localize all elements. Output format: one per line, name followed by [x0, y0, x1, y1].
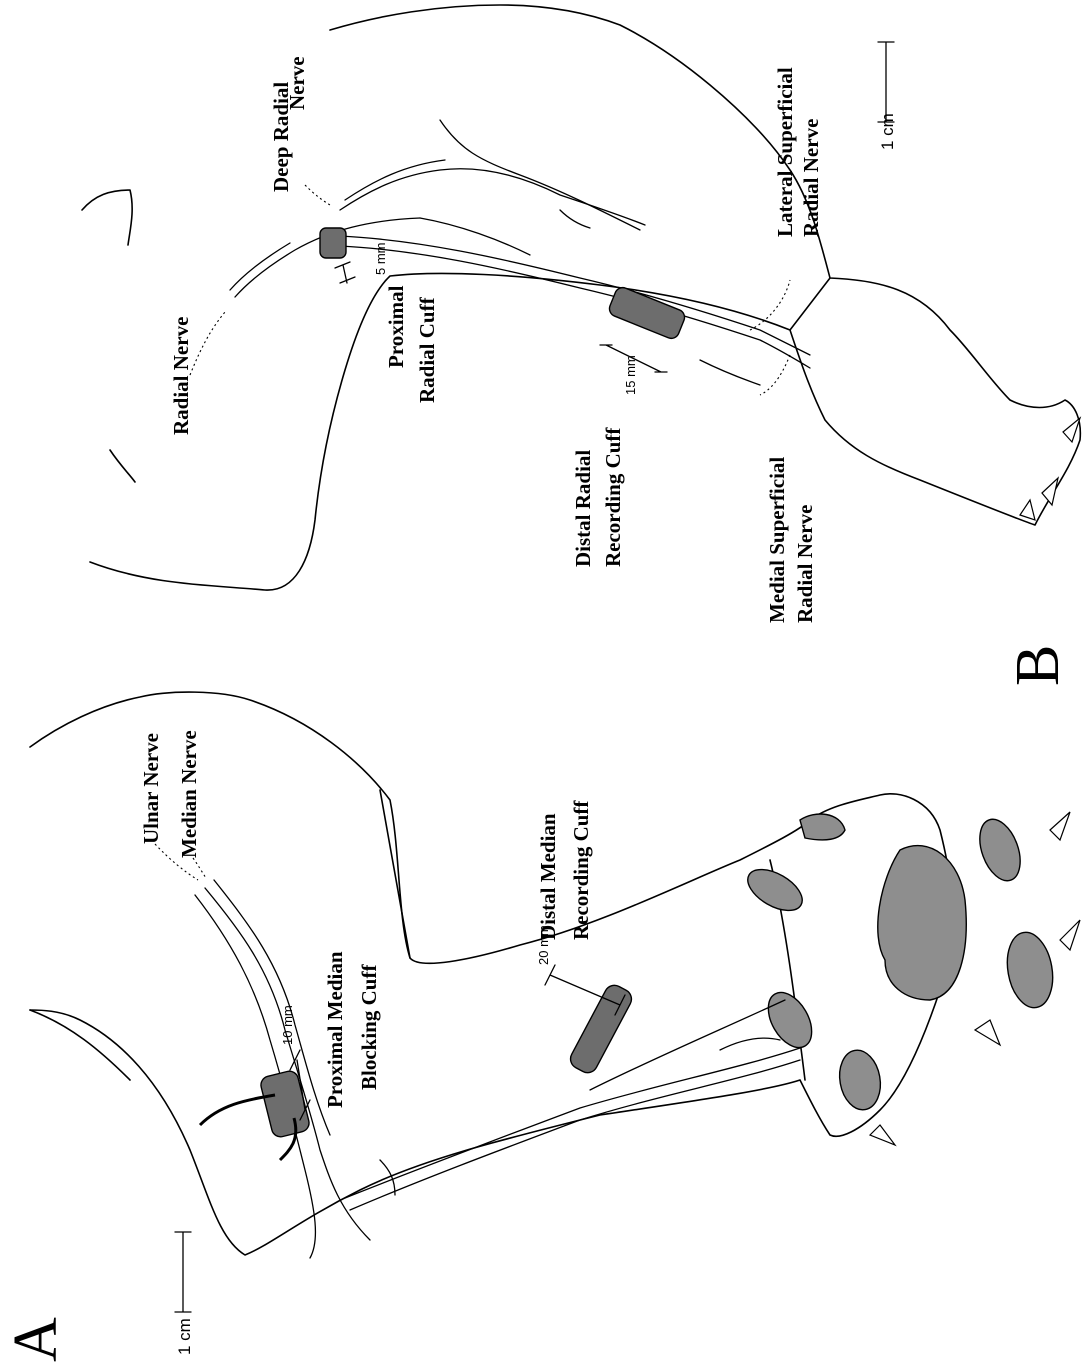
panel-a: 10 mm 20 mm Ulnar Nerve Median Nerve Pro…: [2, 692, 1080, 1362]
paw-toe-pad-4: [1002, 929, 1059, 1011]
ulnar-nerve-label: Ulnar Nerve: [139, 733, 163, 844]
distal-radial-cuff-label-2: Recording Cuff: [601, 427, 625, 567]
paw-claw-2: [1060, 920, 1080, 950]
proximal-median-cuff-label-2: Blocking Cuff: [357, 964, 381, 1090]
panel-b-paw: [1020, 418, 1080, 520]
proximal-median-cuff-label-1: Proximal Median: [323, 951, 347, 1108]
paw-carpal-pad: [800, 814, 845, 840]
panel-b-claw-2: [1042, 478, 1058, 505]
panel-a-nerves: [195, 880, 800, 1258]
distal-radial-cuff-label-1: Distal Radial: [571, 450, 595, 567]
panel-a-letter: A: [2, 1317, 70, 1362]
paw-toe-pad-1: [741, 861, 809, 919]
panel-a-proximal-cuff: [200, 1069, 311, 1160]
paw-claw-4: [870, 1125, 895, 1145]
panel-b-distal-cuff: [607, 285, 687, 341]
distal-median-cuff-label-2: Recording Cuff: [569, 800, 593, 940]
panel-b-proximal-cuff: [320, 228, 346, 258]
proximal-radial-cuff-label-1: Proximal: [384, 285, 408, 368]
distal-median-cuff-label-1: Distal Median: [536, 813, 560, 940]
panel-a-limb-outline: [30, 692, 952, 1255]
panel-a-scale-bar: 1 cm: [175, 1232, 194, 1355]
deep-radial-nerve-label-2: Nerve: [285, 56, 309, 110]
lateral-superficial-radial-label-1: Lateral Superficial: [773, 67, 797, 237]
proximal-radial-dimension-label: 5 mm: [373, 243, 388, 276]
panel-b-claw-3: [1020, 500, 1035, 520]
distal-radial-dimension-label: 15 mm: [623, 355, 638, 395]
panel-b: 5 mm 15 mm Radial Nerve Deep Radial Nerv…: [82, 5, 1080, 686]
proximal-dimension-label: 10 mm: [280, 1005, 295, 1045]
panel-b-nerves: [230, 120, 810, 385]
panel-b-scale-label: 1 cm: [878, 113, 897, 150]
paw-claw-3: [975, 1020, 1000, 1045]
paw-toe-pad-3: [835, 1047, 885, 1113]
panel-b-dim-distal: 15 mm: [600, 345, 667, 395]
panel-b-claw-1: [1063, 418, 1080, 442]
medial-superficial-radial-label-2: Radial Nerve: [793, 505, 817, 623]
panel-a-scale-label: 1 cm: [175, 1318, 194, 1355]
panel-b-scale-bar: 1 cm: [878, 42, 897, 150]
paw-toe-pad-2: [759, 985, 820, 1055]
proximal-radial-cuff-label-2: Radial Cuff: [415, 296, 439, 403]
paw-toe-pad-5: [972, 814, 1028, 886]
lateral-superficial-radial-label-2: Radial Nerve: [799, 119, 823, 237]
panel-b-letter: B: [1004, 645, 1072, 686]
median-nerve-label: Median Nerve: [177, 730, 201, 858]
paw-claw-1: [1050, 812, 1070, 840]
paw-main-pad: [878, 846, 966, 1000]
medial-superficial-radial-label-1: Medial Superficial: [765, 457, 789, 623]
radial-nerve-label: Radial Nerve: [169, 317, 193, 435]
